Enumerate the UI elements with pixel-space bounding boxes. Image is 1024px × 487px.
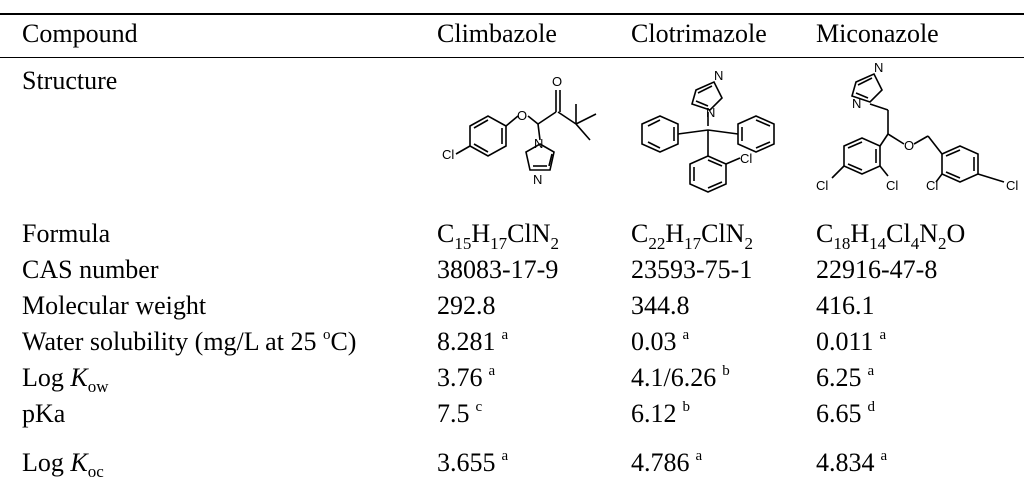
- clotrimazole-structure: N N Cl: [641, 68, 775, 193]
- climbazole-mw: 292.8: [437, 291, 496, 320]
- miconazole-cl2-atom: Cl: [886, 178, 898, 193]
- climbazole-n2-atom: N: [533, 172, 542, 187]
- clotrimazole-cas: 23593-75-1: [631, 255, 753, 284]
- climbazole-cl-atom: Cl: [442, 147, 454, 162]
- solubility-row-label: Water solubility (mg/L at 25 oC): [22, 327, 357, 356]
- formula-element: H: [665, 219, 685, 248]
- miconazole-cl4-atom: Cl: [1006, 178, 1018, 193]
- formula-subscript: 2: [550, 234, 559, 253]
- mw-row-label: Molecular weight: [22, 291, 207, 320]
- formula-element: ClN: [701, 219, 745, 248]
- log-kow-row-label: Log Kow: [22, 363, 109, 396]
- miconazole-formula: C18H14Cl4N2O: [816, 219, 966, 253]
- formula-element: N: [919, 219, 938, 248]
- climbazole-structure: Cl O O N N: [442, 74, 597, 187]
- formula-subscript: 14: [869, 234, 887, 253]
- miconazole-structure: N N O Cl Cl Cl Cl: [816, 60, 1018, 193]
- formula-element: Cl: [886, 219, 911, 248]
- climbazole-o-ether-atom: O: [517, 108, 527, 123]
- clotrimazole-cl-atom: Cl: [740, 151, 752, 166]
- miconazole-cas: 22916-47-8: [816, 255, 938, 284]
- formula-element: H: [850, 219, 870, 248]
- formula-subscript: 2: [937, 234, 947, 253]
- header-clotrimazole: Clotrimazole: [631, 19, 767, 48]
- formula-subscript: 18: [833, 234, 851, 253]
- clotrimazole-formula: C22H17ClN2: [631, 219, 753, 253]
- miconazole-mw: 416.1: [816, 291, 875, 320]
- climbazole-cas: 38083-17-9: [437, 255, 559, 284]
- formula-subscript: 4: [910, 234, 920, 253]
- header-climbazole: Climbazole: [437, 19, 557, 48]
- formula-subscript: 17: [490, 234, 508, 253]
- formula-subscript: 17: [684, 234, 702, 253]
- miconazole-o-atom: O: [904, 138, 914, 153]
- log-koc-row-label: Log Koc: [22, 448, 104, 481]
- formula-subscript: 2: [744, 234, 753, 253]
- formula-element: C: [816, 219, 834, 248]
- miconazole-n1-atom: N: [852, 96, 861, 111]
- miconazole-n2-atom: N: [874, 60, 883, 75]
- climbazole-formula: C15H17ClN2: [437, 219, 559, 253]
- pka-row-label: pKa: [22, 399, 66, 428]
- miconazole-cl1-atom: Cl: [816, 178, 828, 193]
- formula-subscript: 15: [454, 234, 472, 253]
- table-header-rule: [0, 57, 1024, 58]
- formula-element: ClN: [507, 219, 551, 248]
- formula-element: H: [471, 219, 491, 248]
- formula-subscript: 22: [648, 234, 666, 253]
- clotrimazole-mw: 344.8: [631, 291, 690, 320]
- formula-element: C: [437, 219, 455, 248]
- clotrimazole-n1-atom: N: [706, 105, 715, 120]
- header-compound: Compound: [22, 19, 138, 48]
- clotrimazole-n2-atom: N: [714, 68, 723, 83]
- formula-element: C: [631, 219, 649, 248]
- formula-element: O: [946, 219, 966, 248]
- header-miconazole: Miconazole: [816, 19, 939, 48]
- cas-row-label: CAS number: [22, 255, 159, 284]
- structure-row-label: Structure: [22, 66, 118, 95]
- formula-row-label: Formula: [22, 219, 111, 248]
- miconazole-cl3-atom: Cl: [926, 178, 938, 193]
- table-top-rule: [0, 13, 1024, 15]
- climbazole-n1-atom: N: [534, 136, 543, 151]
- compound-properties-table: Compound Climbazole Clotrimazole Miconaz…: [0, 13, 1024, 481]
- climbazole-o-keto-atom: O: [552, 74, 562, 89]
